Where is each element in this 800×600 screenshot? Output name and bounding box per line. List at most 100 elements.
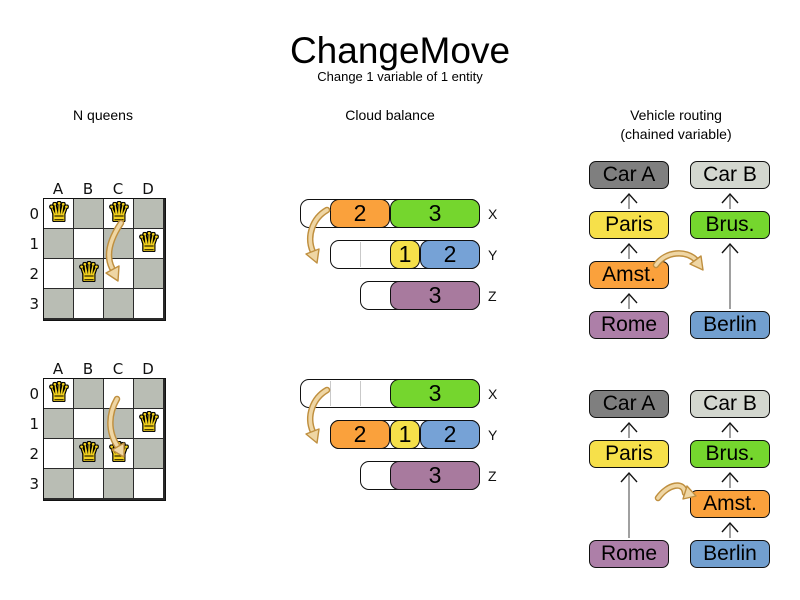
page-title: ChangeMove	[289, 30, 511, 71]
stop-box-paris: Paris	[589, 440, 669, 468]
board-row-label: 0	[29, 205, 39, 223]
board-column-label: B	[82, 180, 94, 198]
stop-box-berlin: Berlin	[690, 311, 770, 339]
board-row-label: 3	[29, 475, 39, 493]
stop-box-car-b: Car B	[690, 390, 770, 418]
queen-icon: ♛	[137, 228, 161, 258]
computer-label: X	[488, 386, 498, 402]
process-segment: 1	[390, 240, 420, 269]
board-cell	[44, 439, 73, 468]
process-segment: 2	[420, 240, 480, 269]
chess-board-after	[43, 378, 166, 501]
board-cell	[134, 439, 163, 468]
chain-arrowhead-icon	[620, 242, 638, 254]
board-cell	[44, 379, 73, 408]
process-segment: 3	[390, 199, 480, 228]
board-cell	[104, 259, 133, 288]
process-segment: 1	[390, 420, 420, 449]
section-header-vehicle-line2: (chained variable)	[620, 126, 732, 142]
computer-label: Y	[488, 247, 498, 263]
chain-arrowhead-icon	[620, 471, 638, 483]
stop-box-amst: Amst.	[690, 490, 770, 518]
process-segment: 2	[330, 420, 390, 449]
process-segment: 3	[390, 461, 480, 490]
stop-box-paris: Paris	[589, 211, 669, 239]
process-segment: 2	[420, 420, 480, 449]
board-cell	[74, 289, 103, 318]
board-row-label: 3	[29, 295, 39, 313]
board-row-label: 0	[29, 385, 39, 403]
board-cell	[44, 199, 73, 228]
board-column-label: D	[142, 360, 154, 378]
stop-box-car-b: Car B	[690, 161, 770, 189]
process-segment: 3	[390, 281, 480, 310]
board-column-label: A	[52, 360, 64, 378]
board-cell	[104, 229, 133, 258]
board-column-label: C	[112, 360, 124, 378]
board-row-label: 1	[29, 235, 39, 253]
board-cell	[104, 469, 133, 498]
capacity-unit-divider	[360, 242, 361, 267]
board-cell	[134, 469, 163, 498]
chain-arrowhead-icon	[721, 242, 739, 254]
section-header-vehicle: Vehicle routing (chained variable)	[576, 106, 776, 144]
stop-box-brus: Brus.	[690, 211, 770, 239]
queen-icon: ♛	[47, 198, 71, 228]
board-row-label: 2	[29, 445, 39, 463]
board-cell	[44, 229, 73, 258]
section-header-cloud: Cloud balance	[345, 107, 435, 123]
queen-icon: ♛	[137, 408, 161, 438]
board-cell	[74, 409, 103, 438]
chain-arrowhead-icon	[721, 192, 739, 204]
board-cell	[134, 289, 163, 318]
board-cell	[104, 379, 133, 408]
computer-label: Y	[488, 427, 498, 443]
page-subtitle: Change 1 variable of 1 entity	[317, 69, 483, 84]
board-cell	[74, 439, 103, 468]
board-cell	[44, 289, 73, 318]
board-cell	[104, 289, 133, 318]
capacity-unit-divider	[330, 381, 331, 406]
board-cell	[74, 259, 103, 288]
chain-arrowhead-icon	[620, 192, 638, 204]
stop-box-car-a: Car A	[589, 390, 669, 418]
chain-arrowhead-icon	[620, 292, 638, 304]
capacity-unit-divider	[360, 381, 361, 406]
queen-icon: ♛	[77, 438, 101, 468]
chain-arrowhead-icon	[721, 521, 739, 533]
computer-label: Z	[488, 468, 497, 484]
board-cell	[134, 229, 163, 258]
board-cell	[134, 199, 163, 228]
chain-arrowhead-icon	[620, 421, 638, 433]
board-cell	[134, 379, 163, 408]
chain-arrowhead-icon	[721, 471, 739, 483]
process-segment: 2	[330, 199, 390, 228]
computer-label: X	[488, 206, 498, 222]
queen-icon: ♛	[107, 198, 131, 228]
stop-box-amst: Amst.	[589, 261, 669, 289]
queen-icon: ♛	[47, 378, 71, 408]
process-segment: 3	[390, 379, 480, 408]
queen-icon: ♛	[107, 438, 131, 468]
board-cell	[44, 409, 73, 438]
board-cell	[44, 259, 73, 288]
board-column-label: B	[82, 360, 94, 378]
board-cell	[74, 229, 103, 258]
board-cell	[104, 409, 133, 438]
board-column-label: C	[112, 180, 124, 198]
board-column-label: D	[142, 180, 154, 198]
stop-box-car-a: Car A	[589, 161, 669, 189]
stop-box-brus: Brus.	[690, 440, 770, 468]
board-cell	[134, 409, 163, 438]
board-row-label: 1	[29, 415, 39, 433]
section-header-vehicle-line1: Vehicle routing	[630, 107, 722, 123]
stop-box-rome: Rome	[589, 540, 669, 568]
stop-box-rome: Rome	[589, 311, 669, 339]
chain-arrowhead-icon	[721, 421, 739, 433]
board-cell	[74, 199, 103, 228]
queen-icon: ♛	[77, 258, 101, 288]
stop-box-berlin: Berlin	[690, 540, 770, 568]
board-cell	[44, 469, 73, 498]
section-header-nqueens: N queens	[73, 107, 133, 123]
